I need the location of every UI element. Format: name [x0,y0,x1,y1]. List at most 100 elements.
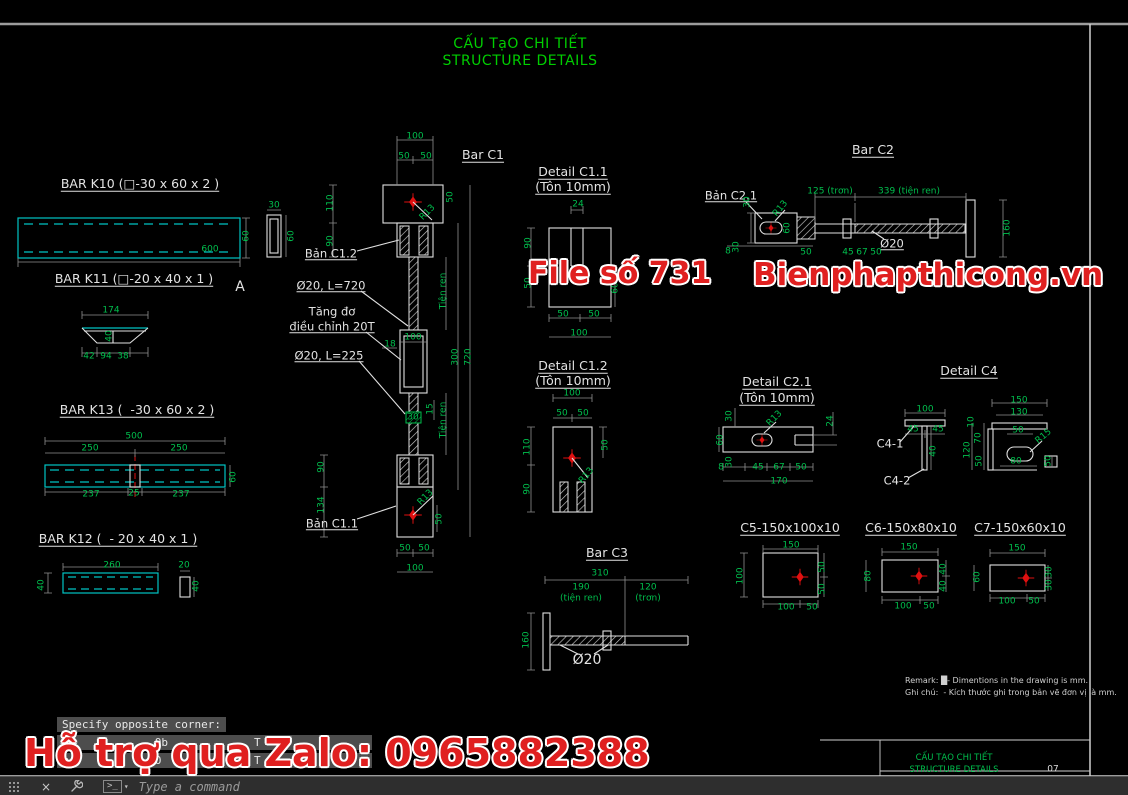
dim-label: 24 [825,415,836,427]
dim-label: (tiện ren) [560,593,602,604]
dim-label: 100 [777,602,795,613]
drawing-title: (Tôn 10mm) [535,372,611,388]
dim-label: 50 [795,462,807,473]
dim-label: Tiện ren [438,272,449,310]
dim-label: 60 [228,471,239,483]
dim-label: 40 [938,563,949,575]
dim-label: 110 [522,438,533,456]
dim-label: 100 [916,404,934,415]
plate-c5-drawing [740,545,828,608]
dim-label: 237 [172,489,190,500]
dim-label: 50 [557,309,569,320]
dim-label: 500 [125,431,143,442]
dim-label: 40 [191,580,202,592]
dim-label: 310 [591,568,609,579]
drawing-title: Bar C2 [851,141,895,157]
command-prompt-text[interactable]: Type a command [138,779,240,794]
dim-label: 30 [1044,566,1055,578]
dim-label: 30 [742,196,753,208]
dim-label: 50 [445,191,456,203]
part-label: Ø20 [572,652,602,668]
command-history-text-2: m Ob T [62,736,261,749]
dim-label: 60 [782,222,793,234]
close-icon[interactable]: × [40,779,52,794]
wrench-glyph [70,780,83,792]
dim-label: 50 [1028,596,1040,607]
part-label: điều chỉnh 20T [289,319,375,334]
command-history-line-2[interactable]: m Ob T [57,735,372,750]
dim-label: 40 [36,579,47,591]
dim-label: 45 [752,462,764,473]
command-history-text-1: Specify opposite corner: [62,718,221,731]
dim-label: 30 [1044,579,1055,591]
dim-label: 125 (trơn) [807,186,853,197]
dim-label: 30 [407,412,419,423]
dim-label: 250 [81,443,99,454]
dim-label: 50 [399,543,411,554]
dim-label: 18 [384,339,396,350]
dim-label: 80 [1010,456,1022,467]
part-label: Tăng đơ [308,304,356,319]
chevron-down-icon[interactable]: ▾ [123,782,129,791]
titleblock-text: CẤU TẠO CHI TIẾT [915,752,993,763]
dim-label: (trơn) [635,593,661,604]
dim-label: 50 [923,601,935,612]
dim-label: 30 [724,456,735,468]
dim-label: 90 [325,235,336,247]
part-label: C4-1 [876,436,904,451]
bar-c2-drawing [727,193,1007,258]
dim-label: R13 [415,487,436,508]
dim-label: 40 [938,580,949,592]
dim-label: 150 [782,540,800,551]
plate-c6-drawing [865,548,950,604]
dim-label: 110 [325,194,336,212]
dim-label: 150 [1008,543,1026,554]
bar-k11-drawing [81,311,149,357]
dim-label: 50 [806,602,818,613]
part-label: Ø20 [880,236,904,251]
dim-label: 50 [870,247,882,258]
command-line-icon: >_ [103,780,122,793]
dim-label: 120 [639,582,657,593]
wrench-icon[interactable] [67,779,85,795]
dim-label: 60 [286,230,297,242]
detail-c21-drawing [718,408,837,482]
drawing-title: BAR K11 (□-20 x 40 x 1 ) [54,270,214,286]
drawing-title: C5-150x100x10 [740,519,840,535]
dim-label: 94 [100,351,112,362]
dim-label: 90 [316,461,327,473]
dim-label: 160 [1002,219,1013,237]
status-bar: × >_ ▾ Type a command [0,776,1128,795]
dim-label: 150 [900,542,918,553]
dim-label: 190 [572,582,590,593]
grid-snap-icon[interactable] [5,779,23,795]
dim-label: 60 [715,434,726,446]
command-history-line-3[interactable]: m O T [57,753,372,768]
dim-label: 25 [128,488,140,499]
dim-label: 50 [434,513,445,525]
drawing-title: (Tôn 10mm) [739,389,815,405]
dim-label: 45 [842,247,854,258]
command-input[interactable]: >_ ▾ Type a command [103,780,240,794]
dim-label: 160 [521,631,532,649]
dim-label: 90 [522,483,533,495]
dim-label: 8 [725,246,731,257]
dim-label: 10 [966,416,977,428]
dim-label: 80 [863,570,874,582]
dim-label: 100 [894,601,912,612]
dim-label: 250 [170,443,188,454]
dim-label: 15 [425,403,436,415]
dim-label: 30 [268,200,280,211]
dim-label: 260 [103,560,121,571]
command-history-line-1[interactable]: Specify opposite corner: [57,717,226,732]
drawing-title: Bar C3 [585,544,629,560]
remark-line: Remark: █- Dimentions in the drawing is … [905,676,1089,685]
dim-label: 237 [82,489,100,500]
sheet-number: 07 [1047,764,1059,775]
dim-label: 134 [316,496,327,514]
dim-label: 40 [104,330,115,342]
dim-label: 50 [418,543,430,554]
dim-label: 90 [523,237,534,249]
dim-label: 45 [907,424,919,435]
